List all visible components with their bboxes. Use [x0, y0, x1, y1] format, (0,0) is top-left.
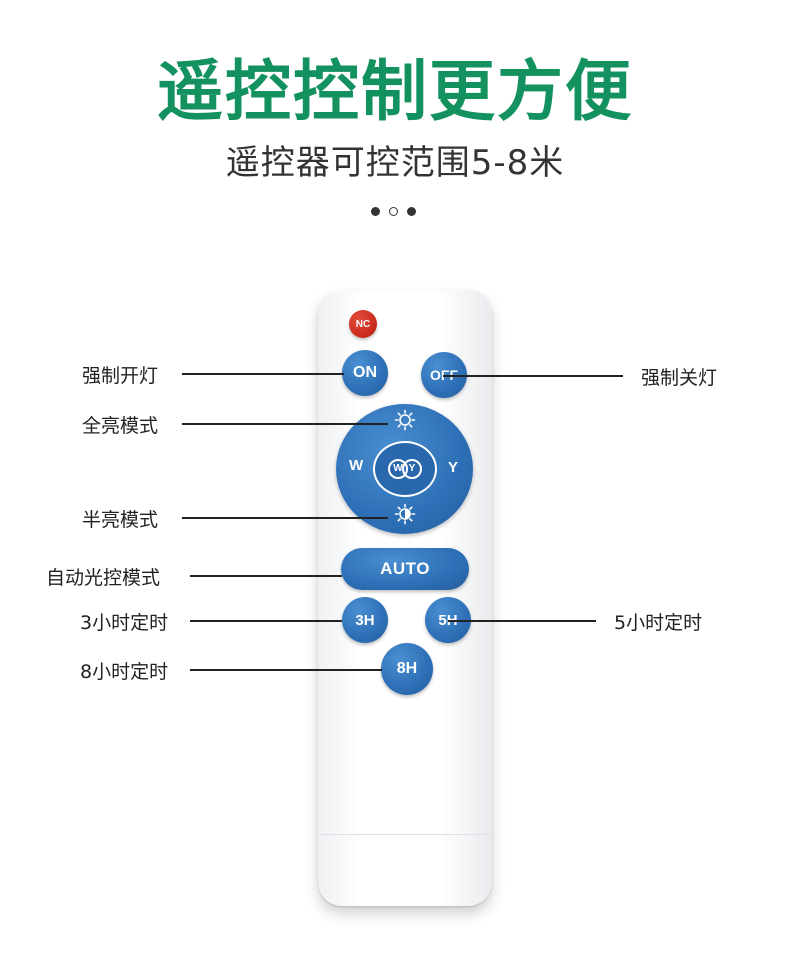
timer-8h-label: 8H [396, 660, 418, 677]
dot-indicator [371, 207, 380, 216]
nc-button-label: NC [355, 318, 371, 330]
nc-button[interactable]: NC [349, 310, 377, 338]
callout-line-force-off [443, 375, 623, 377]
w-button[interactable]: W [349, 457, 364, 474]
label-half-bright: 半亮模式 [82, 509, 159, 531]
dot-indicator-active [389, 207, 398, 216]
callout-line-force-on [182, 373, 344, 375]
callout-line-5h [448, 620, 596, 622]
callout-line-half-bright [182, 517, 388, 519]
y-circle-icon: Y [402, 459, 422, 479]
dot-indicator [407, 207, 416, 216]
sun-half-icon[interactable] [394, 503, 416, 525]
label-full-bright: 全亮模式 [82, 415, 159, 437]
callout-line-full-bright [182, 423, 388, 425]
wy-logo-icon: W Y [388, 459, 422, 479]
timer-3h-button[interactable]: 3H [342, 597, 388, 643]
callout-line-8h [190, 669, 382, 671]
remote-control-body [318, 290, 492, 906]
label-force-on: 强制开灯 [82, 365, 159, 387]
on-button[interactable]: ON [342, 350, 388, 396]
timer-8h-button[interactable]: 8H [381, 643, 433, 695]
pagination-dots [371, 207, 421, 219]
auto-button-label: AUTO [380, 559, 430, 578]
page-subtitle: 遥控器可控范围5-8米 [225, 143, 565, 183]
label-timer-5h: 5小时定时 [614, 612, 703, 634]
callout-line-auto [190, 575, 342, 577]
y-button[interactable]: Y [448, 459, 459, 476]
sun-bright-icon[interactable] [394, 409, 416, 431]
on-button-label: ON [353, 364, 377, 381]
auto-button[interactable]: AUTO [341, 548, 469, 590]
page-title: 遥控控制更方便 [157, 53, 633, 130]
label-auto-mode: 自动光控模式 [46, 567, 161, 589]
wy-center-button[interactable]: W Y [373, 441, 437, 497]
timer-3h-label: 3H [355, 611, 375, 629]
callout-line-3h [190, 620, 342, 622]
label-timer-3h: 3小时定时 [80, 612, 169, 634]
label-force-off: 强制关灯 [641, 367, 718, 389]
remote-seam [320, 834, 490, 835]
label-timer-8h: 8小时定时 [80, 661, 169, 683]
